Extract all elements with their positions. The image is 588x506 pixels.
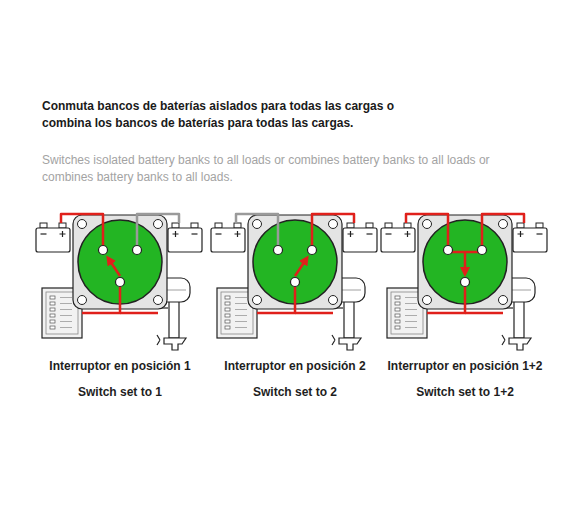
switch-caption: Switch set to 1 xyxy=(35,384,205,401)
terminal xyxy=(133,246,142,255)
battery xyxy=(168,223,202,252)
wire xyxy=(295,312,333,315)
terminal xyxy=(478,246,487,255)
switch-caption: Interruptor en posición 2 xyxy=(210,358,380,375)
switch-diagram xyxy=(381,214,547,350)
wire xyxy=(137,214,179,250)
wire xyxy=(482,214,524,250)
wire xyxy=(61,214,103,250)
battery xyxy=(36,223,70,252)
terminal xyxy=(291,278,300,287)
terminal xyxy=(461,278,470,287)
wire xyxy=(257,282,295,313)
wire xyxy=(120,312,158,315)
switch-diagram xyxy=(211,214,377,350)
contact-arrow xyxy=(108,258,120,276)
battery xyxy=(343,223,377,252)
battery xyxy=(211,223,245,252)
battery xyxy=(381,223,415,252)
switch-caption: Switch set to 1+2 xyxy=(380,384,550,401)
title: Conmuta bancos de baterías aislados para… xyxy=(42,98,432,132)
wire xyxy=(236,214,278,250)
contact-arrow xyxy=(464,252,467,274)
subtitle: Switches isolated battery banks to all l… xyxy=(42,152,520,186)
switch-caption: Switch set to 2 xyxy=(210,384,380,401)
switch-caption: Interruptor en posición 1+2 xyxy=(380,358,550,375)
wire xyxy=(406,214,448,250)
battery xyxy=(513,223,547,252)
wire xyxy=(82,282,120,313)
wire xyxy=(312,214,354,250)
contact-arrow xyxy=(295,258,307,276)
switch-caption: Interruptor en posición 1 xyxy=(35,358,205,375)
switch-diagram xyxy=(36,214,202,350)
terminal xyxy=(274,246,283,255)
terminal xyxy=(116,278,125,287)
wire xyxy=(427,282,465,313)
terminal xyxy=(99,246,108,255)
terminal xyxy=(308,246,317,255)
terminal xyxy=(444,246,453,255)
wire xyxy=(465,312,503,315)
